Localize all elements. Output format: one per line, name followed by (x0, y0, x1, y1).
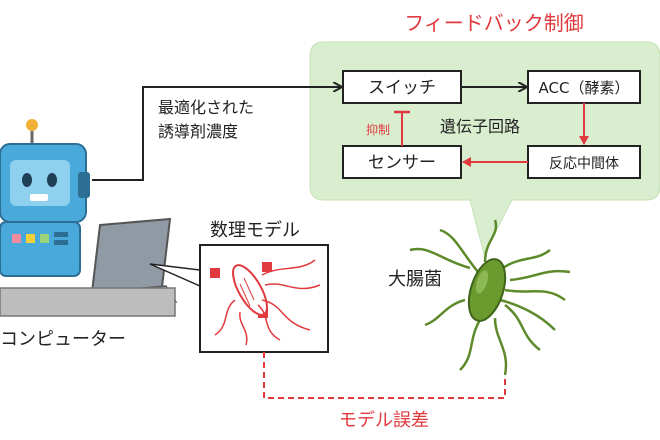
computer-to-switch-arrow (92, 87, 341, 181)
acc-label: ACC（酵素） (539, 79, 630, 97)
intermediate-node: 反応中間体 (527, 145, 641, 179)
robot-illustration (0, 119, 90, 277)
ecoli-label: 大腸菌 (388, 269, 442, 290)
model-box (199, 244, 329, 353)
ecoli-highlight (475, 270, 489, 294)
inducer-label-line1: 最適化された (158, 98, 254, 117)
model-error-label: モデル誤差 (339, 410, 429, 431)
feedback-control-title: フィードバック制御 (404, 11, 584, 35)
switch-node: スイッチ (342, 70, 462, 104)
sensor-node: センサー (342, 145, 462, 179)
computer-label: コンピューター (0, 329, 126, 350)
sensor-label: センサー (368, 153, 436, 173)
laptop-illustration (0, 217, 178, 317)
sensor-inhibits-switch (394, 110, 410, 146)
model-error-connector (263, 352, 506, 399)
inducer-label-line2: 誘導剤濃度 (158, 122, 238, 141)
gene-circuit-label: 遺伝子回路 (440, 117, 520, 136)
ecoli-illustration (409, 219, 571, 376)
model-label: 数理モデル (210, 220, 300, 241)
intermediate-label: 反応中間体 (549, 156, 619, 172)
inhibit-label: 抑制 (366, 122, 390, 137)
switch-label: スイッチ (368, 78, 436, 98)
acc-node: ACC（酵素） (527, 70, 641, 104)
ecoli-body (467, 258, 507, 322)
